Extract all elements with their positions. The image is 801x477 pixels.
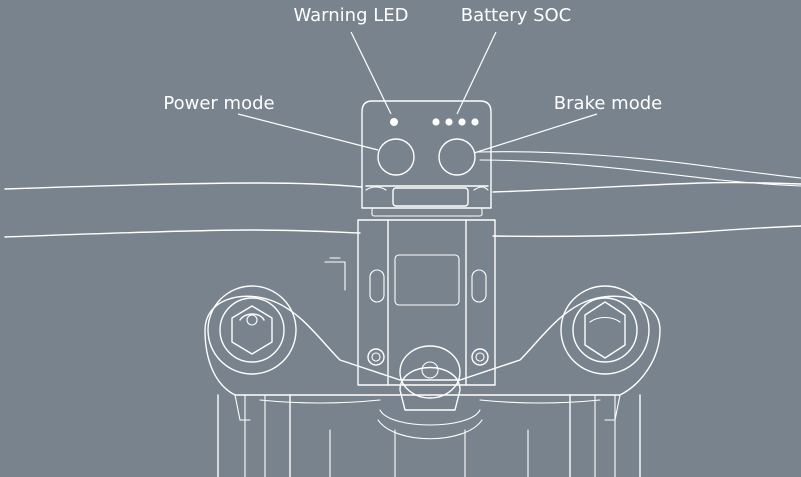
brake-mode-button[interactable] <box>438 138 476 176</box>
stem <box>324 219 496 386</box>
battery-soc-dot-icon <box>432 118 440 126</box>
battery-soc-indicator <box>432 118 479 126</box>
battery-soc-dot-icon <box>445 118 453 126</box>
right-handlebar <box>477 151 801 238</box>
display-unit <box>361 100 492 217</box>
battery-soc-dot-icon <box>471 118 479 126</box>
steering-nut <box>329 345 529 477</box>
label-brake-mode: Brake mode <box>554 93 662 114</box>
battery-soc-dot-icon <box>458 118 466 126</box>
left-handlebar <box>4 182 363 238</box>
label-battery-soc: Battery SOC <box>461 5 572 26</box>
label-power-mode: Power mode <box>163 93 274 114</box>
triple-clamp <box>204 295 661 421</box>
label-warning-led: Warning LED <box>294 5 409 26</box>
leader-lines <box>237 31 598 154</box>
power-mode-button[interactable] <box>377 138 415 176</box>
right-fork <box>560 285 650 477</box>
left-fork <box>207 285 297 477</box>
warning-led-icon <box>390 118 398 126</box>
